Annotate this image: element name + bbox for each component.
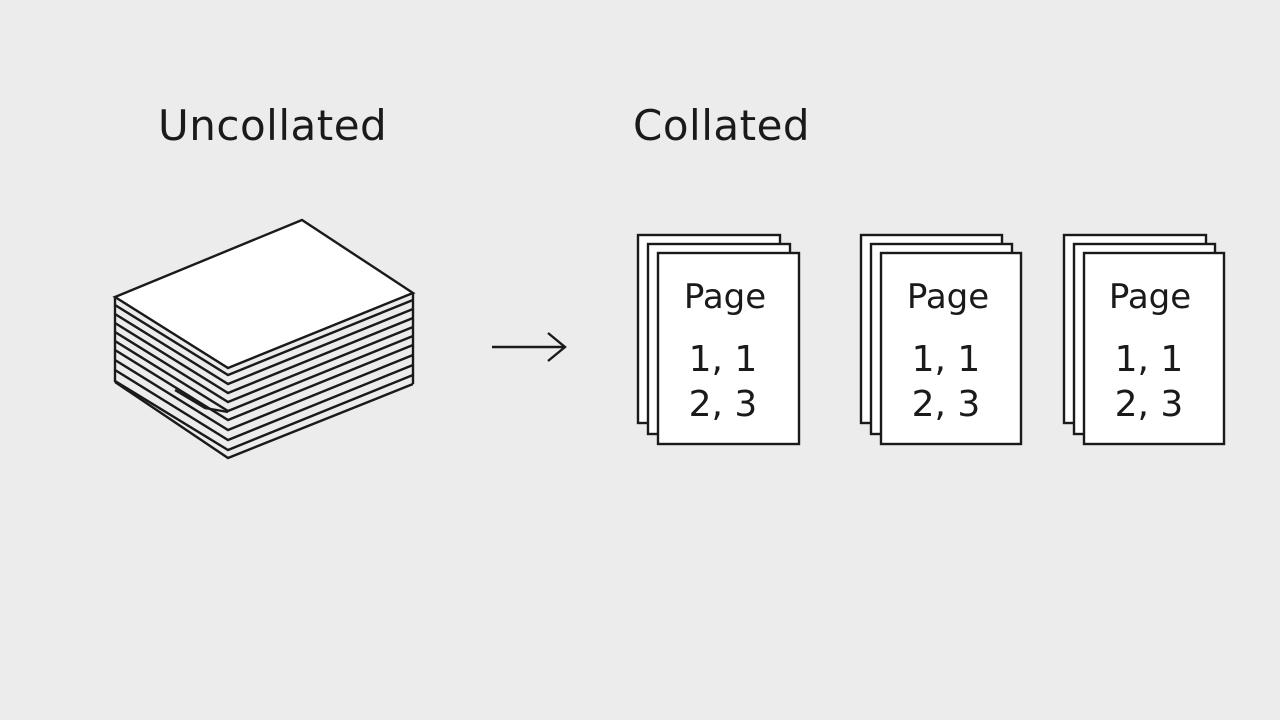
collated-set-1: Page 1, 1 2, 3	[636, 233, 801, 446]
collated-heading: Collated	[633, 101, 811, 150]
set-page-line2: 2, 3	[689, 384, 758, 425]
uncollated-heading: Uncollated	[158, 101, 388, 150]
collated-front-page	[656, 251, 801, 446]
set-page-line1: 1, 1	[912, 339, 981, 380]
collated-front-page	[879, 251, 1023, 446]
set-page-line1: 1, 1	[1115, 339, 1184, 380]
right-arrow-icon	[492, 332, 567, 362]
collated-front-page	[1082, 251, 1226, 446]
set-page-line1: 1, 1	[689, 339, 758, 380]
set-page-title: Page	[1109, 277, 1191, 317]
uncollated-paper-stack	[112, 218, 416, 460]
set-page-line2: 2, 3	[912, 384, 981, 425]
set-page-title: Page	[907, 277, 989, 317]
collated-set-3: Page 1, 1 2, 3	[1062, 233, 1226, 446]
set-page-title: Page	[684, 277, 766, 317]
stack-layer-edges	[113, 293, 415, 460]
stack-top-sheet	[112, 218, 416, 370]
set-page-line2: 2, 3	[1115, 384, 1184, 425]
collated-set-2: Page 1, 1 2, 3	[859, 233, 1023, 446]
